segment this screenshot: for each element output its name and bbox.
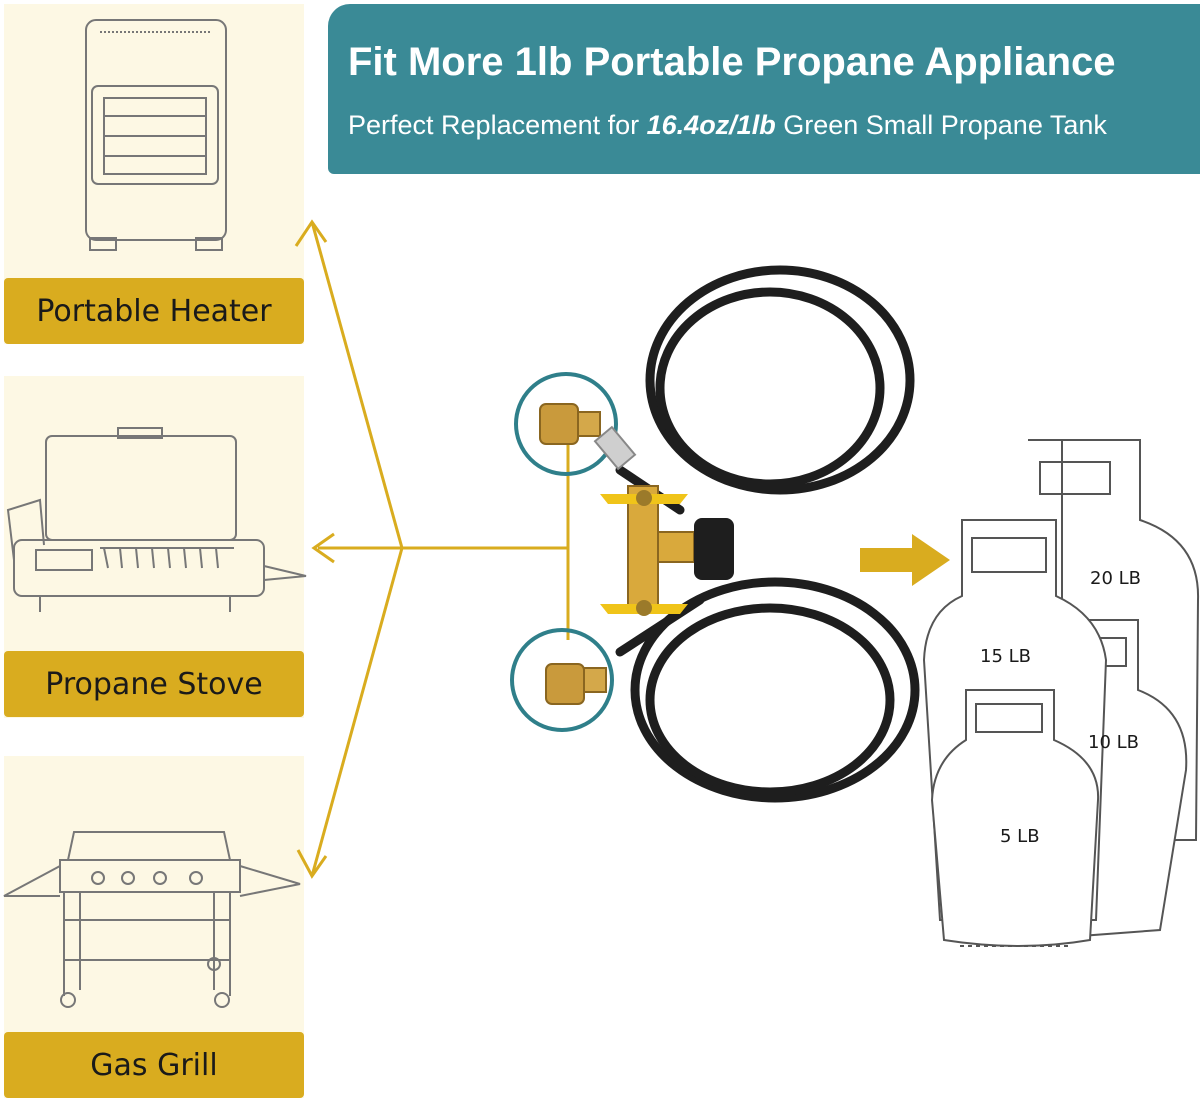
tank-15lb-label: 15 LB	[980, 646, 1031, 667]
stove-label: Propane Stove	[4, 651, 304, 717]
subtitle-suffix: Green Small Propane Tank	[775, 110, 1107, 140]
banner-subtitle: Perfect Replacement for 16.4oz/1lb Green…	[348, 110, 1107, 141]
valve-assembly-icon	[539, 403, 734, 705]
tank-5lb-icon	[930, 689, 1100, 947]
top-fitting-highlight	[514, 372, 618, 476]
tank-10lb-label: 10 LB	[1088, 732, 1139, 753]
bottom-fitting-highlight	[510, 628, 614, 732]
heater-label: Portable Heater	[4, 278, 304, 344]
tank-5lb-label: 5 LB	[1000, 826, 1040, 847]
tank-20lb-label: 20 LB	[1090, 568, 1141, 589]
grill-label: Gas Grill	[4, 1032, 304, 1098]
title-banner: Fit More 1lb Portable Propane Appliance …	[328, 4, 1200, 174]
subtitle-emphasis: 16.4oz/1lb	[646, 110, 776, 140]
gas-grill-icon	[3, 831, 301, 1008]
appliance-arrows	[294, 219, 570, 879]
propane-stove-icon	[6, 427, 307, 612]
banner-title: Fit More 1lb Portable Propane Appliance	[348, 40, 1116, 84]
right-arrow-icon	[860, 534, 950, 586]
subtitle-prefix: Perfect Replacement for	[348, 110, 647, 140]
portable-heater-icon	[85, 19, 227, 251]
